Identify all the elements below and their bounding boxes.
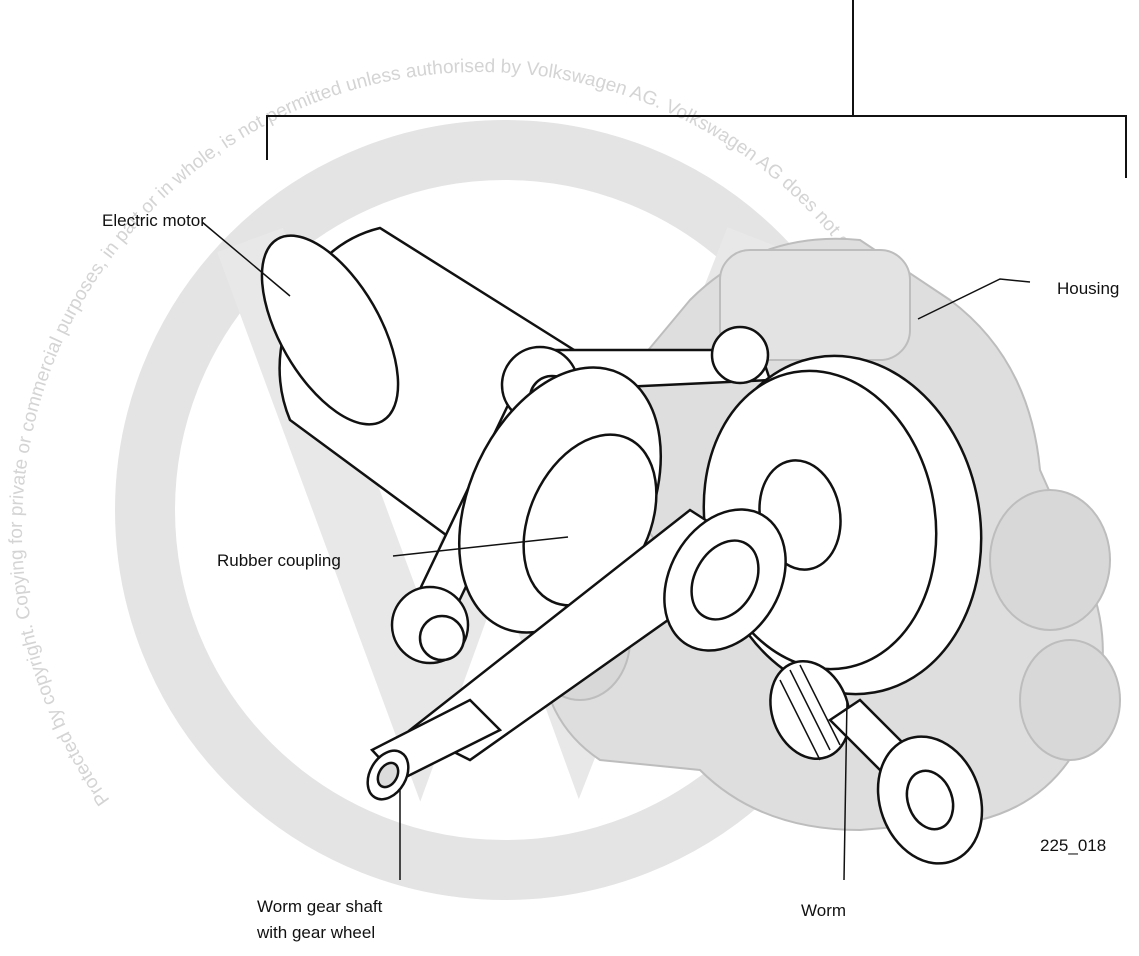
leader-lines <box>201 221 1031 881</box>
leader-worm <box>843 699 848 881</box>
figure-number: 225_018 <box>1040 836 1107 855</box>
label-electric-motor: Electric motor <box>102 211 206 230</box>
leader-rubber-coupling <box>392 536 569 557</box>
label-worm-gear-shaft-line2: with gear wheel <box>257 923 376 943</box>
leader-housing <box>917 278 1031 320</box>
leader-electric-motor <box>201 221 291 297</box>
label-rubber-coupling: Rubber coupling <box>217 551 341 570</box>
label-housing: Housing <box>1057 279 1120 298</box>
label-worm-gear-shaft: Worm gear shaft with gear wheel <box>257 894 382 947</box>
worm-gear-shaft-part <box>366 508 787 801</box>
worm-part <box>769 660 984 865</box>
assembly-bracket <box>266 0 1127 178</box>
label-worm-gear-shaft-line1: Worm gear shaft <box>257 897 383 916</box>
label-worm: Worm <box>801 901 847 920</box>
